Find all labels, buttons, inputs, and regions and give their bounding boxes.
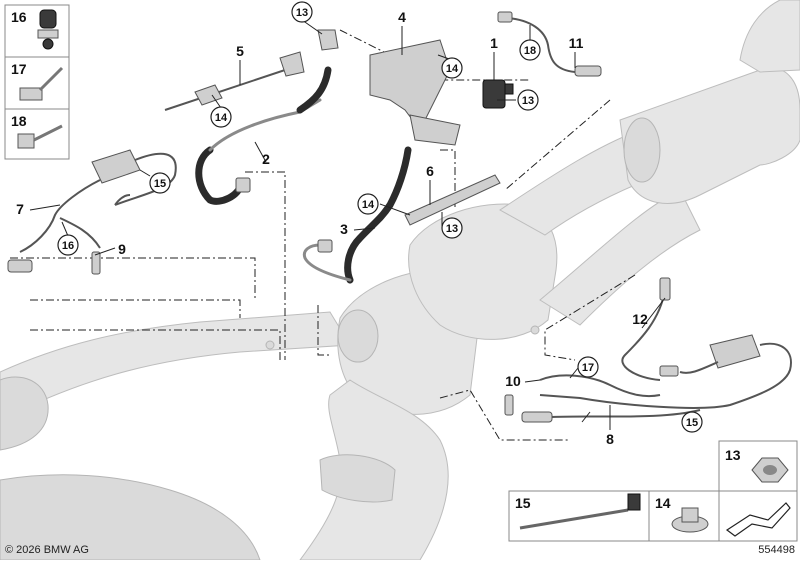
sensor-part-12[interactable] xyxy=(621,277,671,381)
holder-18-icon xyxy=(17,124,63,149)
clip-nut-14-icon xyxy=(671,507,709,533)
hose-part-3[interactable] xyxy=(302,146,412,284)
svg-text:13: 13 xyxy=(446,223,458,235)
sensor-part-10[interactable] xyxy=(504,374,661,416)
svg-text:17: 17 xyxy=(582,362,594,374)
legend-box-arrow xyxy=(718,490,798,542)
bracket-part-6[interactable] xyxy=(404,174,501,226)
circle-callout-13-c: 13 xyxy=(441,217,463,239)
legend-box-14: 14 xyxy=(648,490,720,542)
circle-callout-13-b: 13 xyxy=(517,89,539,111)
circle-callout-15-b: 15 xyxy=(681,411,703,433)
svg-text:13: 13 xyxy=(296,7,308,19)
svg-text:14: 14 xyxy=(215,112,228,124)
callout-10: 10 xyxy=(505,373,521,389)
svg-text:14: 14 xyxy=(446,63,459,75)
sensor-harness-part-8[interactable] xyxy=(521,334,792,423)
nut-13-icon xyxy=(751,457,789,483)
circle-callout-13-a: 13 xyxy=(291,1,313,23)
legend-box-15: 15 xyxy=(508,490,650,542)
bracket-part-5[interactable] xyxy=(164,51,305,111)
svg-text:15: 15 xyxy=(154,178,166,190)
cable-tie-15-icon xyxy=(519,493,641,530)
callout-5: 5 xyxy=(236,43,244,59)
bracket-part-4[interactable] xyxy=(317,29,461,146)
legend-box-13: 13 xyxy=(718,440,798,492)
callout-7: 7 xyxy=(16,201,24,217)
sensor-harness-part-7[interactable] xyxy=(7,149,177,275)
svg-text:14: 14 xyxy=(362,199,375,211)
callout-1: 1 xyxy=(490,35,498,51)
svg-text:14: 14 xyxy=(655,495,671,511)
svg-text:15: 15 xyxy=(686,417,698,429)
hose-part-2[interactable] xyxy=(195,66,332,205)
svg-text:13: 13 xyxy=(725,447,741,463)
circle-callout-14-b: 14 xyxy=(441,57,463,79)
circle-callout-17: 17 xyxy=(577,356,599,378)
callout-6: 6 xyxy=(426,163,434,179)
circle-callout-14-c: 14 xyxy=(357,193,379,215)
callout-numbers: 1 2 3 4 5 6 7 8 9 10 11 12 xyxy=(16,9,648,447)
cable-tie-17-icon xyxy=(19,66,64,101)
callout-2: 2 xyxy=(262,151,270,167)
leader-lines xyxy=(29,19,666,430)
svg-text:16: 16 xyxy=(11,9,27,25)
circle-callout-16: 16 xyxy=(57,234,79,256)
circle-callout-14-a: 14 xyxy=(210,106,232,128)
svg-text:18: 18 xyxy=(524,45,536,57)
svg-text:18: 18 xyxy=(11,113,27,129)
circled-callouts: 13 13 13 14 14 14 15 15 xyxy=(57,1,703,433)
circle-callout-15-a: 15 xyxy=(149,172,171,194)
callout-8: 8 xyxy=(606,431,614,447)
sensor-part-11[interactable] xyxy=(497,11,602,77)
svg-text:16: 16 xyxy=(62,240,74,252)
legend-box-17: 17 xyxy=(4,56,70,110)
svg-text:17: 17 xyxy=(11,61,27,77)
clip-16-icon xyxy=(37,9,59,50)
callout-4: 4 xyxy=(398,9,406,25)
legend-box-16: 16 xyxy=(4,4,70,58)
callout-12: 12 xyxy=(632,311,648,327)
callout-3: 3 xyxy=(340,221,348,237)
pressure-sensor-part-1[interactable] xyxy=(482,79,514,109)
svg-text:13: 13 xyxy=(522,95,534,107)
diagram-number: 554498 xyxy=(758,544,795,556)
copyright-text: © 2026 BMW AG xyxy=(5,544,89,556)
legend-box-18: 18 xyxy=(4,108,70,160)
direction-arrow-icon xyxy=(725,502,791,537)
circle-callout-18: 18 xyxy=(519,39,541,61)
callout-11: 11 xyxy=(569,35,584,51)
svg-text:15: 15 xyxy=(515,495,531,511)
callout-9: 9 xyxy=(118,241,126,257)
